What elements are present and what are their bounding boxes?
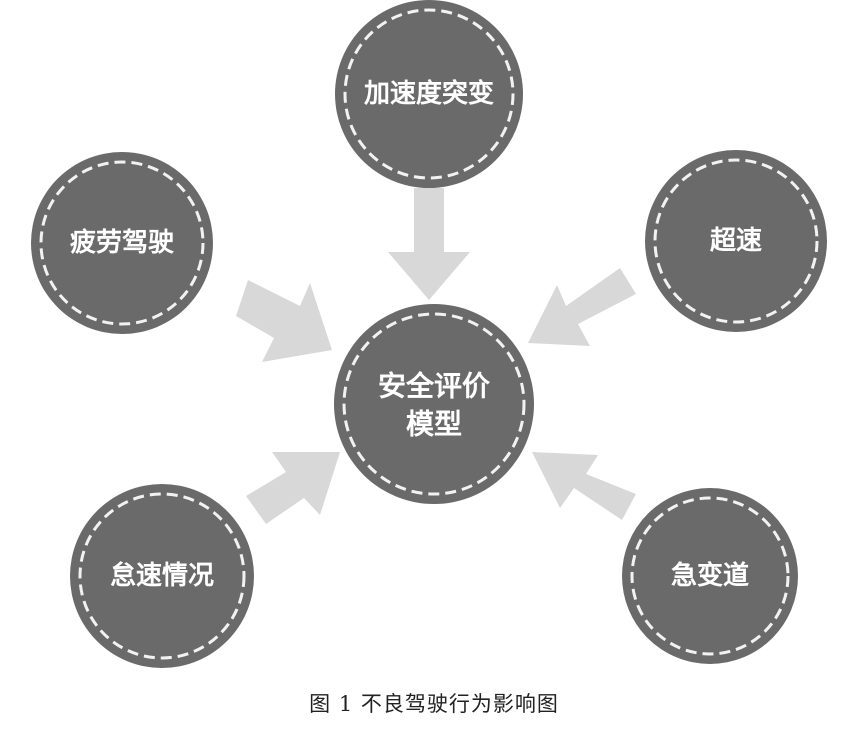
node-top: 加速度突变	[335, 0, 523, 188]
arrows	[236, 188, 636, 524]
node-upper-right: 超速	[645, 150, 827, 332]
node-lower-left-label: 怠速情况	[110, 560, 214, 591]
center-label-line-1: 安全评价	[378, 370, 491, 403]
arrow-upper-left	[236, 280, 332, 362]
node-upper-right-label: 超速	[710, 226, 762, 256]
node-top-label: 加速度突变	[364, 78, 494, 109]
center-label-line-2: 模型	[406, 408, 462, 441]
arrow-lower-right	[532, 452, 636, 520]
arrow-top	[388, 188, 470, 300]
node-lower-left: 怠速情况	[70, 484, 254, 668]
figure-caption: 图 1 不良驾驶行为影响图	[309, 692, 559, 716]
arrow-lower-left	[246, 452, 340, 524]
node-lower-right-label: 急变道	[671, 560, 749, 591]
node-upper-left: 疲劳驾驶	[31, 152, 213, 334]
arrow-upper-right	[528, 268, 636, 346]
node-lower-right: 急变道	[622, 488, 798, 664]
node-center: 安全评价 模型	[334, 304, 534, 504]
node-upper-left-label: 疲劳驾驶	[70, 227, 174, 258]
behavior-influence-diagram: 加速度突变 疲劳驾驶 超速 安全评价 模型 怠速情况 急变道	[31, 0, 827, 668]
